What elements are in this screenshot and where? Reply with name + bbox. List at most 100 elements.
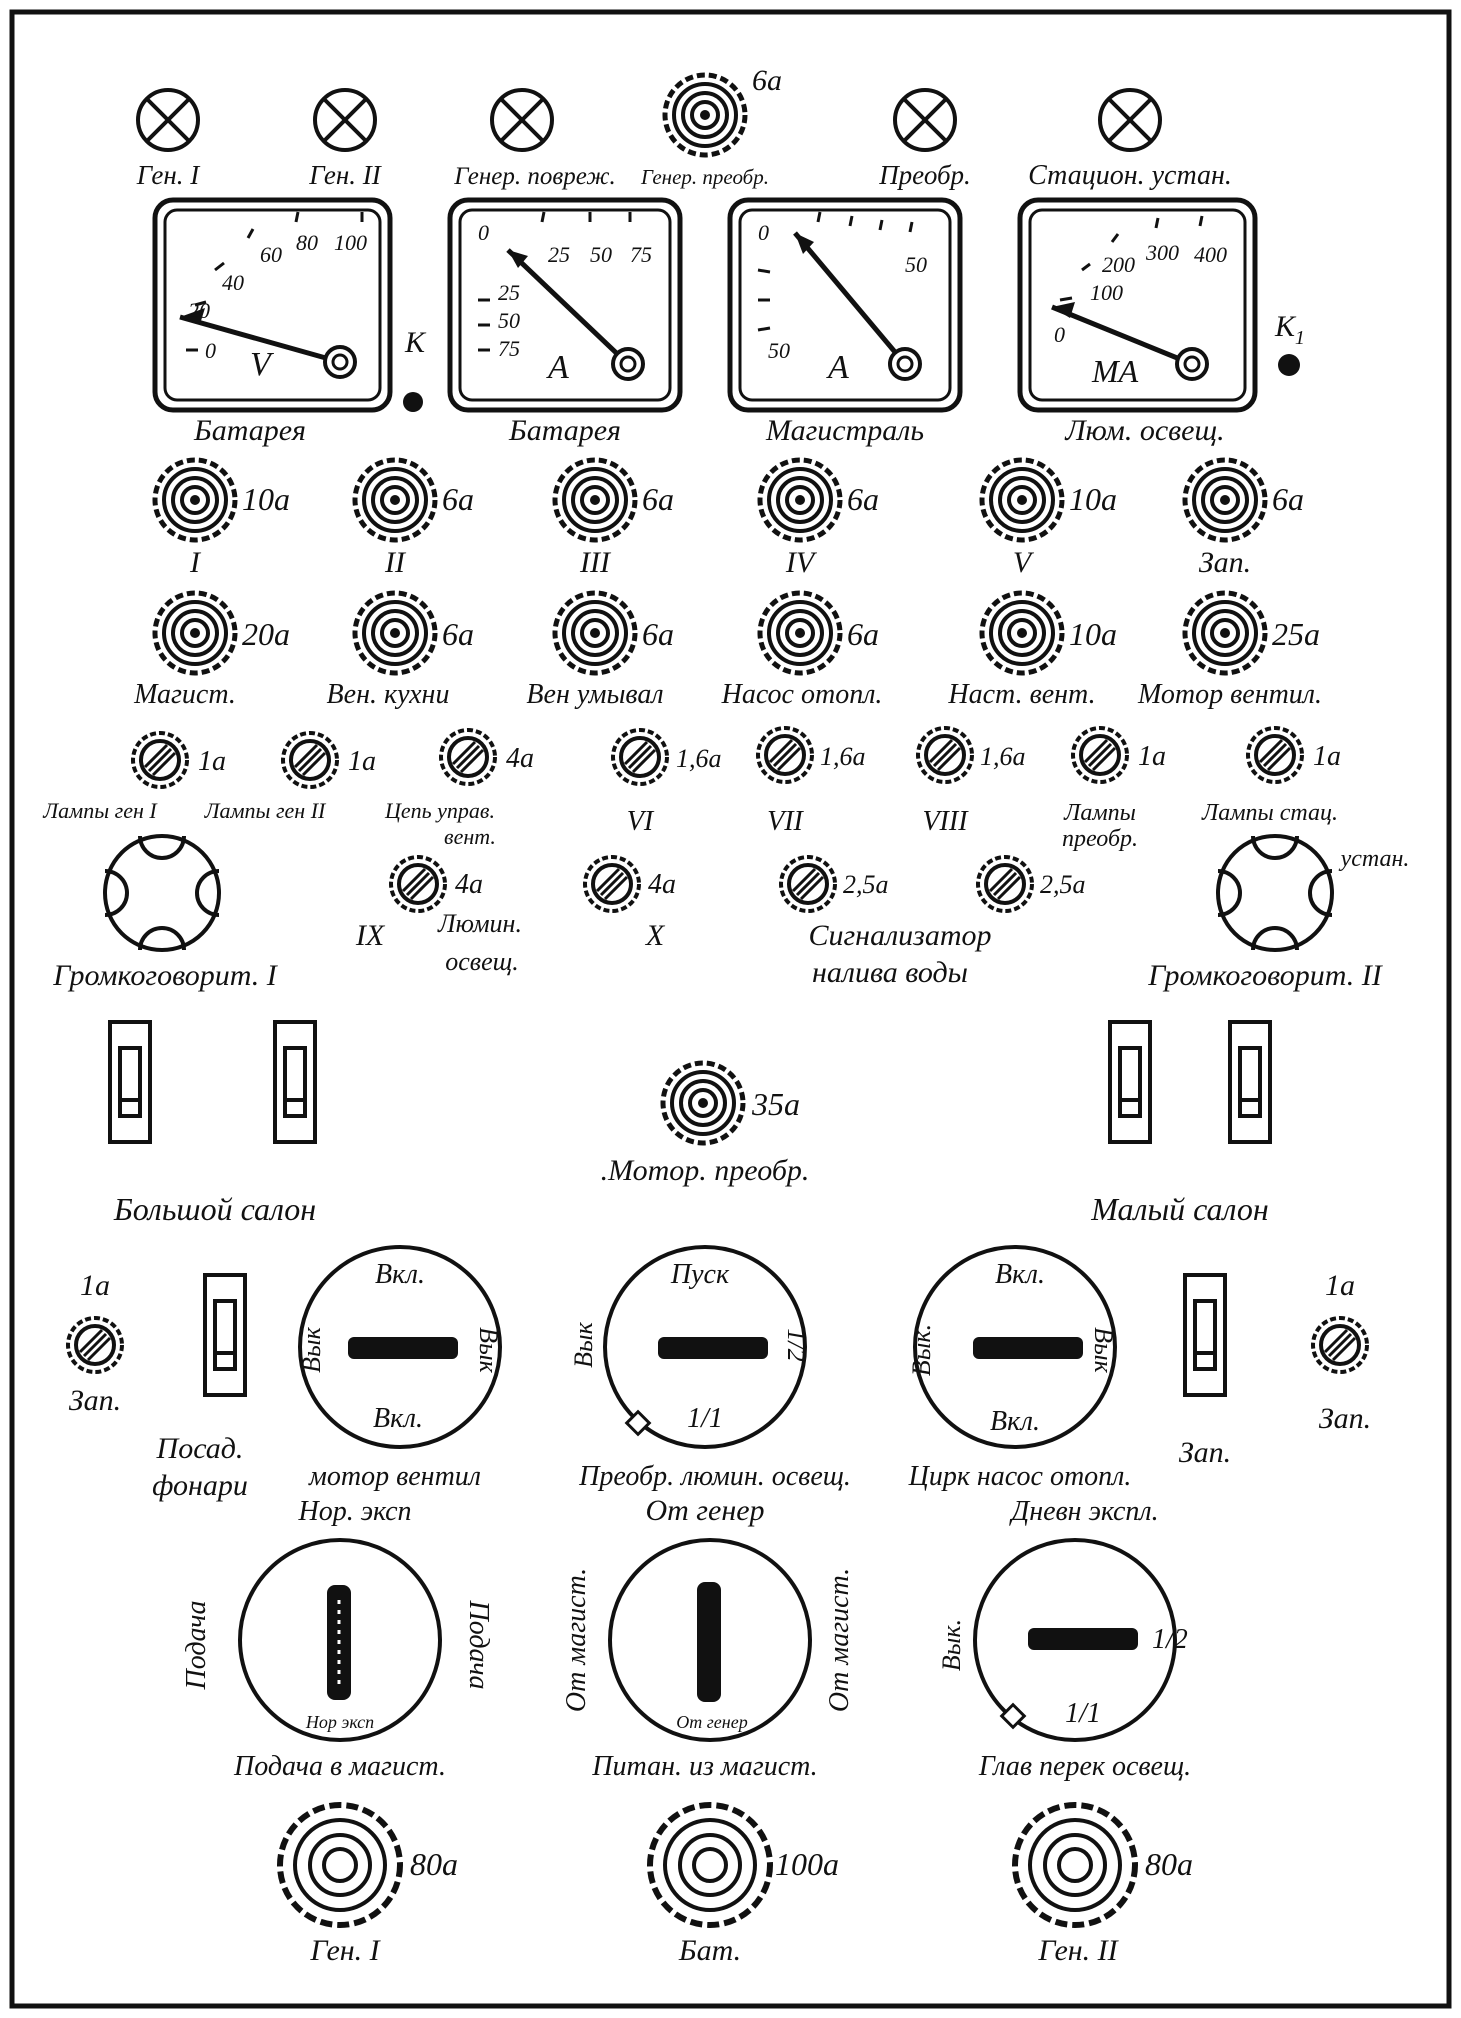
water-signal-label-line2: налива воды	[812, 956, 968, 989]
position-label: Вык	[474, 1327, 503, 1373]
position-label: От генер	[645, 1494, 764, 1527]
fuse-rating: 4а	[506, 743, 534, 774]
main-fuse	[1015, 1805, 1135, 1925]
fuse-rating: 1,6а	[980, 742, 1026, 771]
toggle-switch	[108, 1020, 152, 1144]
fuse-label: Магист.	[133, 679, 236, 710]
fuse-small	[1071, 726, 1129, 784]
switch-label-line2: фонари	[152, 1469, 248, 1502]
terminal-k1-dot	[1278, 354, 1300, 376]
fuse-label: Зап.	[1319, 1402, 1371, 1435]
fuse-rating: 1а	[198, 746, 226, 777]
rotary-switch: Вкл. Вкл. Вык. Вык	[907, 1245, 1118, 1449]
fuse-label: Зап.	[69, 1384, 121, 1417]
fuse-label: X	[645, 919, 666, 952]
ammeter-battery: 0 25 50 75 25 50 75 A	[447, 197, 683, 413]
fuse-label: III	[579, 546, 612, 579]
fuse-rating: 2,5а	[1040, 870, 1086, 899]
meter-tick: 75	[498, 336, 520, 361]
fuse-small	[611, 728, 669, 786]
fuse-rating: 6а	[642, 616, 674, 652]
fuse-label: Ген. I	[309, 1934, 381, 1967]
fuse-label-line3: освещ.	[445, 947, 519, 976]
fuse-label: Лампы ген I	[42, 798, 158, 823]
fuse-label: Ген. II	[1037, 1934, 1119, 1967]
meter-label: Люм. освещ.	[1064, 414, 1224, 447]
fuse-rating: 4а	[455, 869, 483, 900]
fuse-label: Цепь управ.	[384, 798, 495, 823]
toggle-switch	[1108, 1020, 1152, 1144]
fuse-label: Наст. вент.	[947, 679, 1095, 710]
lamp-label: Преобр.	[878, 160, 971, 190]
fuse-label: VIII	[922, 806, 969, 837]
fuse-rating: 6а	[752, 64, 782, 97]
fuse-small	[131, 731, 189, 789]
meter-tick: 50	[590, 242, 612, 267]
fuse-rating: 1а	[1325, 1269, 1355, 1302]
rotary-switch: Вык. 1/2 1/1	[937, 1538, 1188, 1742]
fuse-rating: 1,6а	[820, 742, 866, 771]
position-label: От магист.	[561, 1568, 592, 1712]
fuse-gen-converter	[665, 75, 745, 155]
position-inner-label: Нор эксп	[305, 1712, 374, 1732]
rotary-switch-label: мотор вентил	[308, 1461, 481, 1492]
meter-unit: A	[826, 349, 849, 386]
fuse-rating: 10а	[1069, 481, 1117, 517]
terminal-k1: К1	[1274, 310, 1305, 349]
fuse-rating: 1а	[348, 746, 376, 777]
position-label: Вкл.	[375, 1259, 425, 1290]
ammeter-mains: 0 50 50 A	[727, 197, 963, 413]
toggle-group-label: Малый салон	[1090, 1191, 1268, 1227]
fuse-rating: 2,5а	[843, 870, 889, 899]
fuse-label: Вен. кухни	[327, 679, 450, 710]
fuse-motor-converter	[663, 1063, 743, 1143]
fuse-small	[916, 726, 974, 784]
position-label: Пуск	[670, 1259, 730, 1290]
terminal-k: К	[404, 326, 427, 359]
meter-tick: 100	[1090, 280, 1123, 305]
position-label: Вык	[569, 1321, 598, 1367]
meter-tick: 0	[758, 220, 769, 245]
fuse-rating: 25а	[1272, 616, 1320, 652]
rotary-switch-label: Глав перек освещ.	[978, 1751, 1191, 1782]
fuse-label: Насос отопл.	[721, 679, 883, 710]
rotary-switch-label: Цирк насос отопл.	[908, 1461, 1132, 1492]
lamp-label: Стацион. устан.	[1028, 160, 1232, 191]
fuse-small	[583, 855, 641, 913]
main-fuse	[650, 1805, 770, 1925]
fuse-rating: 35а	[751, 1086, 800, 1122]
fuse-label: IV	[785, 546, 818, 579]
fuse-label-line2: устан.	[1339, 846, 1410, 872]
rotary-switch: Вкл. Вкл. Вык Вык	[297, 1245, 503, 1449]
fuse-rating: 6а	[847, 481, 879, 517]
lamp-stationary	[1098, 88, 1162, 152]
fuse-label: Лампы	[1063, 800, 1136, 826]
fuse-rating: 1,6а	[676, 744, 722, 773]
meter-tick: 0	[478, 220, 489, 245]
fuse-rating: 6а	[642, 481, 674, 517]
meter-tick: 80	[296, 230, 318, 255]
voltmeter-battery: 0 20 40 60 80 100 V	[152, 197, 393, 413]
meter-tick: 60	[260, 242, 282, 267]
rotary-switch-label: Подача в магист.	[233, 1751, 446, 1782]
fuse-label: V	[1013, 546, 1035, 579]
lamp-label: Генер. повреж.	[453, 163, 615, 190]
lamp-gen1	[136, 88, 200, 152]
position-label: Вык.	[937, 1619, 966, 1671]
fuse-label: II	[384, 546, 407, 579]
fuse-rating: 6а	[442, 481, 474, 517]
meter-tick: 0	[1054, 322, 1065, 347]
fuse	[555, 460, 635, 540]
fuse-small	[1311, 1316, 1369, 1374]
panel-frame	[9, 9, 1452, 2009]
meter-tick: 200	[1102, 252, 1135, 277]
fuse	[1185, 593, 1265, 673]
fuse	[982, 460, 1062, 540]
meter-unit: MA	[1091, 353, 1139, 389]
meter-tick: 40	[222, 270, 244, 295]
meter-tick: 25	[498, 280, 520, 305]
speaker-right	[1216, 834, 1334, 952]
fuse-rating: 10а	[1069, 616, 1117, 652]
meter-tick: 0	[205, 338, 216, 363]
